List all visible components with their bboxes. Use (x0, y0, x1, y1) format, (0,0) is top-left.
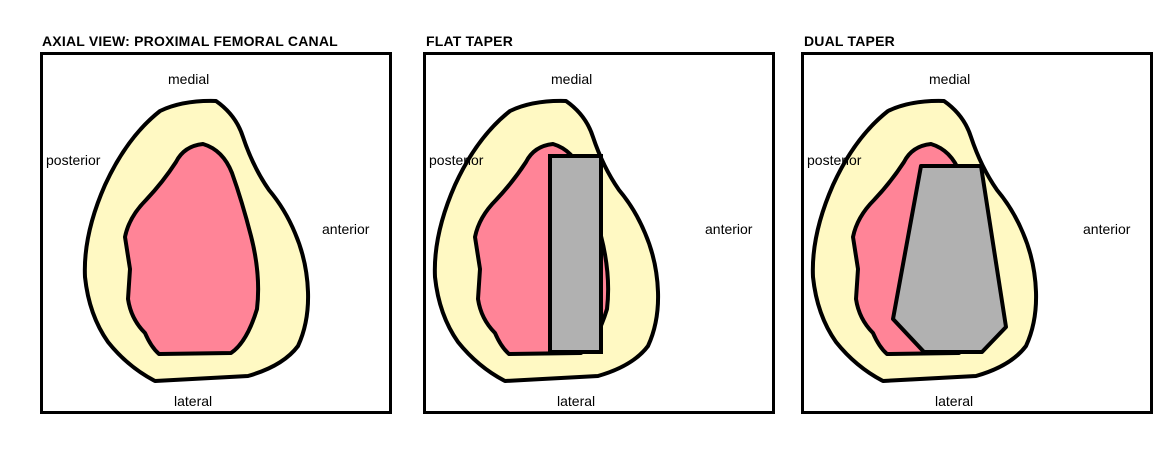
femur-cross-section (432, 98, 661, 383)
label-medial: medial (929, 71, 971, 87)
femur-cross-section (810, 98, 1039, 383)
flat-taper-implant (548, 154, 603, 354)
label-anterior: anterior (1083, 221, 1131, 237)
diagram-panel-dual-taper: medial posterior anterior lateral (801, 52, 1153, 414)
panel-title-dual-taper: DUAL TAPER (804, 33, 895, 49)
femur-cross-section (82, 98, 311, 383)
label-anterior: anterior (322, 221, 370, 237)
label-lateral: lateral (935, 393, 974, 409)
label-posterior: posterior (429, 152, 484, 168)
panel-title-axial-view: AXIAL VIEW: PROXIMAL FEMORAL CANAL (42, 33, 338, 49)
diagram-panel-axial-view: medial posterior anterior lateral (40, 52, 392, 414)
medullary-canal (123, 142, 261, 356)
label-anterior: anterior (705, 221, 753, 237)
label-medial: medial (551, 71, 593, 87)
panel-title-flat-taper: FLAT TAPER (426, 33, 514, 49)
label-posterior: posterior (46, 152, 101, 168)
label-lateral: lateral (557, 393, 596, 409)
label-lateral: lateral (174, 393, 213, 409)
dual-taper-implant (891, 164, 1008, 354)
label-posterior: posterior (807, 152, 862, 168)
diagram-panel-flat-taper: medial posterior anterior lateral (423, 52, 775, 414)
label-medial: medial (168, 71, 210, 87)
